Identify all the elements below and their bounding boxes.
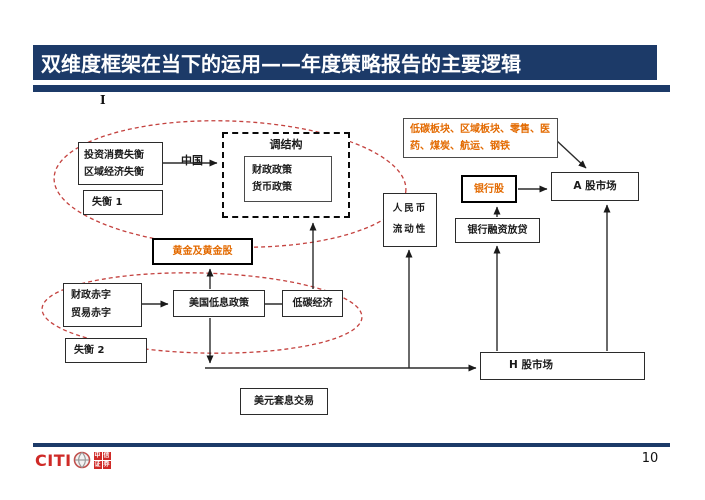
sector-list-text: 低碳板块、区域板块、零售、医药、煤炭、航运、钢铁 [410,123,550,153]
seal-char-1: 中 [93,451,102,460]
imbalance-2-label: 失衡 2 [74,345,105,356]
gold-label: 黄金及黄金股 [172,246,233,257]
h-share-label: H 股市场 [509,359,553,372]
box-h-share-market: H 股市场 [480,352,645,380]
us-low-rate-label: 美国低息政策 [189,298,249,309]
seal-char-3: 证 [93,460,102,469]
domestic-imbalance-line2: 区域经济失衡 [84,166,144,178]
seal-char-4: 券 [102,460,111,469]
ellipse-imbalance-2 [41,272,363,354]
title-bar: 双维度框架在当下的运用——年度策略报告的主要逻辑 [33,45,657,80]
box-sector-list: 低碳板块、区域板块、零售、医药、煤炭、航运、钢铁 [403,118,558,158]
box-a-share-market: A 股市场 [551,172,639,201]
box-imbalance-1: 失衡 1 [83,190,163,215]
citic-logo: CITI 中 信 证 券 [35,450,111,470]
box-rmb-liquidity: 人民币 流动性 [383,193,437,247]
box-bank-lending: 银行融资放贷 [455,218,540,243]
box-bank-stocks: 银行股 [461,175,517,203]
deficits-line1: 财政赤字 [71,290,111,301]
restructure-title: 调结构 [269,138,303,151]
rmb-line1: 人民币 [392,203,428,215]
policy-line1: 财政政策 [252,165,292,176]
box-low-carbon-economy: 低碳经济 [282,290,343,317]
stray-text-mark: I [100,93,106,107]
low-carbon-label: 低碳经济 [292,298,333,309]
logo-text: CITI [35,450,72,470]
box-gold: 黄金及黄金股 [152,238,253,265]
box-policy: 财政政策 货币政策 [244,156,332,202]
box-usd-carry-trade: 美元套息交易 [240,388,328,415]
logo-seal: 中 信 证 券 [93,451,111,469]
a-share-label: A 股市场 [573,179,617,192]
deficits-line2: 贸易赤字 [71,308,111,319]
domestic-imbalance-line1: 投资消费失衡 [84,149,144,161]
usd-carry-label: 美元套息交易 [254,396,314,407]
box-domestic-imbalance: 投资消费失衡 区域经济失衡 [78,142,163,185]
footer-rule [33,443,670,447]
bank-lending-label: 银行融资放贷 [467,225,528,236]
title-underline [33,85,670,92]
china-arrow-label: 中国 [181,154,203,167]
seal-char-2: 信 [102,451,111,460]
globe-icon [73,451,90,469]
arrow-sectors-to-a-share [555,139,587,169]
page-title: 双维度框架在当下的运用——年度策略报告的主要逻辑 [41,52,521,76]
box-deficits: 财政赤字 贸易赤字 [63,283,142,327]
page-number: 10 [641,451,659,466]
box-us-low-rate-policy: 美国低息政策 [173,290,265,317]
rmb-line2: 流动性 [392,224,428,235]
imbalance-1-label: 失衡 1 [92,197,123,208]
box-imbalance-2: 失衡 2 [65,338,147,363]
bank-stocks-label: 银行股 [474,183,504,195]
policy-line2: 货币政策 [252,182,292,193]
